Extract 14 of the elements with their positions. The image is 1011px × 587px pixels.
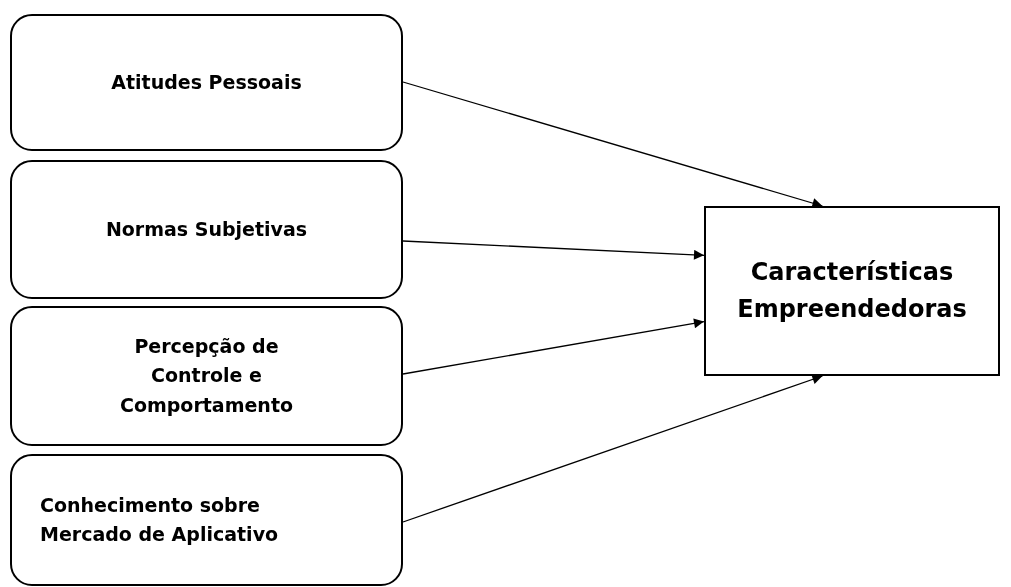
arrow (402, 81, 824, 208)
node-label: Atitudes Pessoais (111, 69, 302, 95)
node-label: Conhecimento sobre Mercado de Aplicativo (40, 492, 280, 547)
node-label: Características Empreendedoras (736, 256, 968, 325)
rounded-box (10, 306, 403, 446)
rounded-box (10, 14, 403, 151)
arrow (402, 240, 705, 260)
rounded-box (10, 454, 403, 586)
node-label: Normas Subjetivas (105, 216, 308, 242)
node-label: Percepção de Controle e Comportamento (118, 333, 295, 418)
arrow (402, 374, 824, 523)
rounded-box (10, 160, 403, 299)
process-box (704, 206, 1000, 376)
arrow (402, 318, 705, 375)
